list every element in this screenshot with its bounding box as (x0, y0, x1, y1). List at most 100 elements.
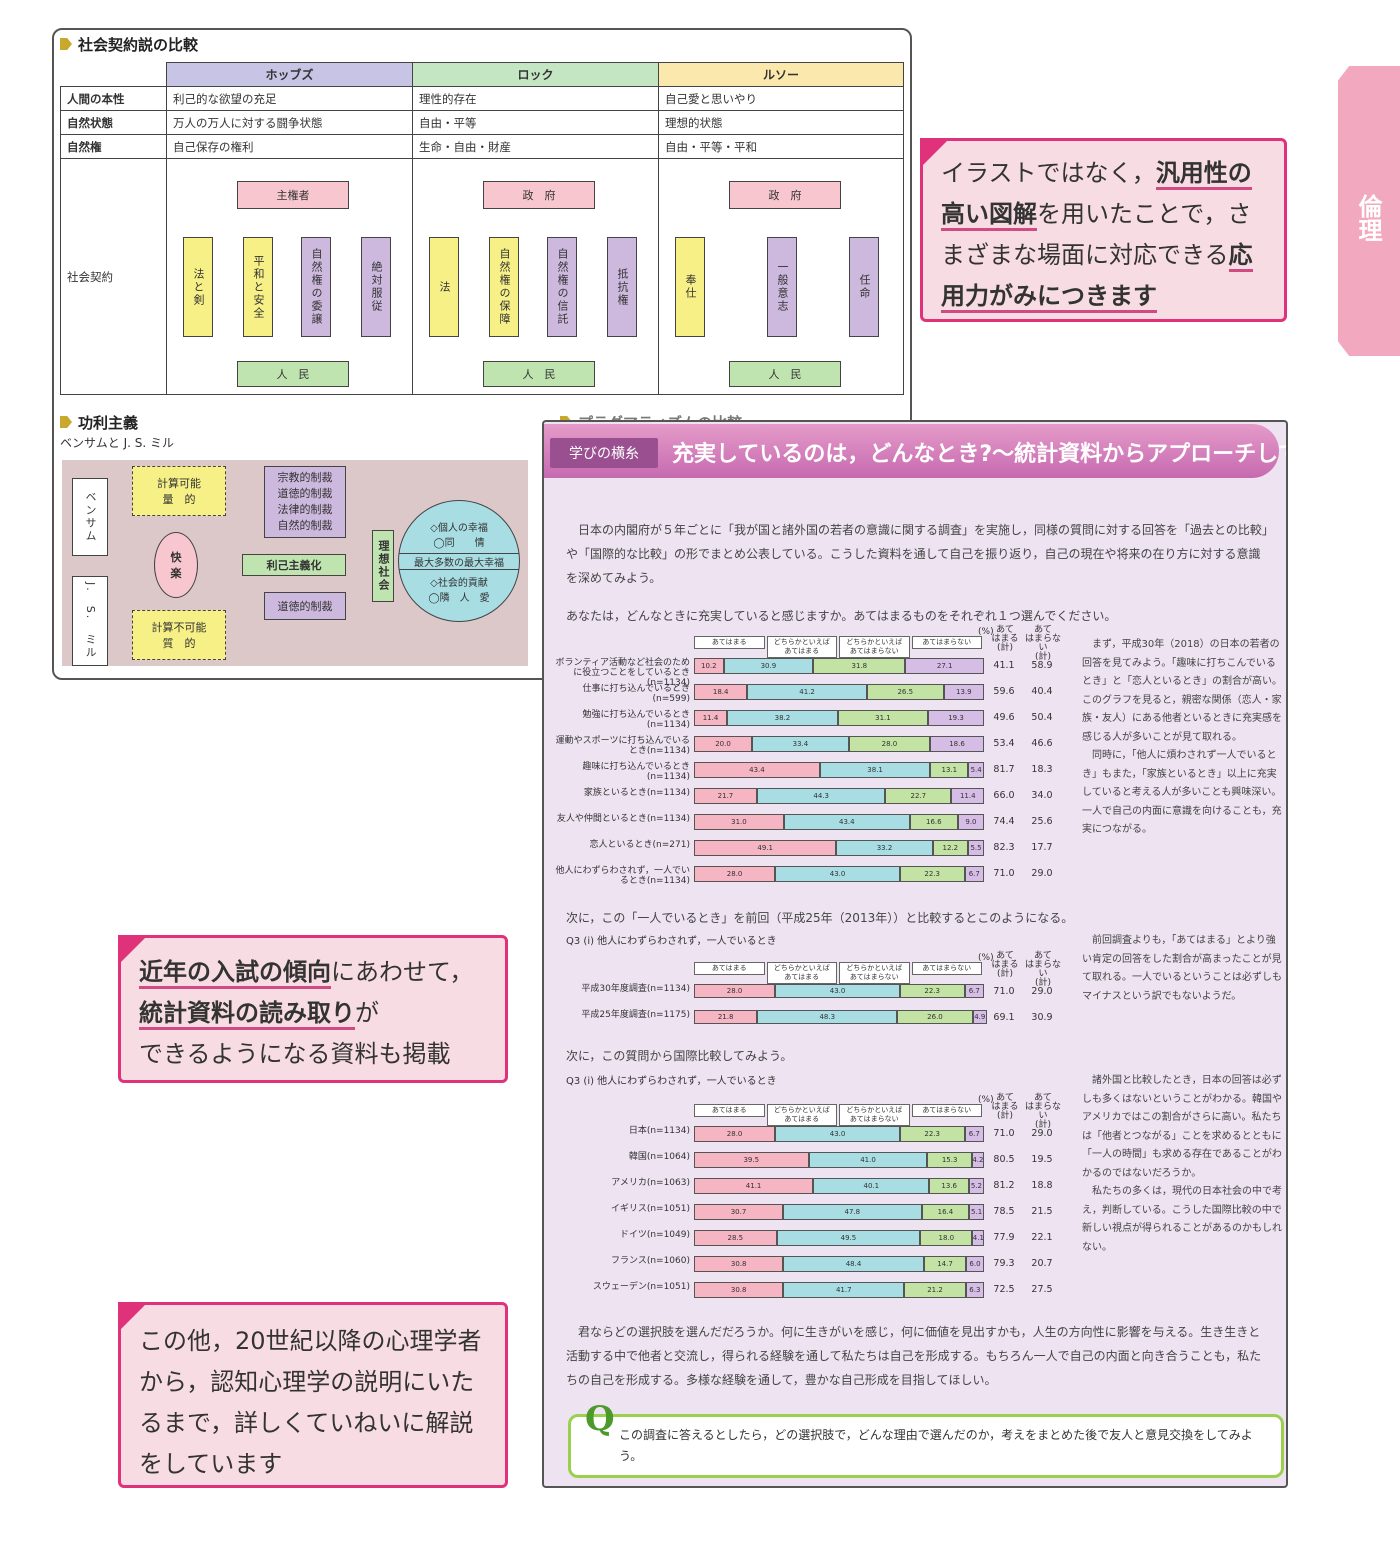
contract-table: ホッブズ ロック ルソー 人間の本性利己的な欲望の充足理性的存在自己愛と思いやり… (60, 62, 904, 395)
bar-segment: 20.0 (694, 736, 752, 752)
row-label: 人間の本性 (60, 86, 167, 111)
bar-segment: 19.3 (928, 710, 984, 726)
noncalculable-box: 計算不可能 質 的 (132, 610, 226, 660)
percent-unit: (%) (978, 953, 994, 963)
bar-segment: 33.4 (752, 736, 849, 752)
category-label: 家族といるとき(n=1134) (583, 788, 690, 798)
bar-segment: 4.9 (972, 1010, 987, 1024)
discussion-text: この調査に答えるとしたら，どの選択肢で，どんな理由で選んだのか，考えをまとめた後… (619, 1428, 1253, 1463)
category-label: 勉強に打ち込んでいるとき(n=1134) (582, 710, 690, 730)
chart-time-compare: あてはまるどちらかといえば あてはまるどちらかといえば あてはまらないあてはまら… (544, 942, 1084, 1042)
bar-segment: 4.2 (971, 1152, 984, 1168)
bar-segment: 18.4 (694, 684, 748, 700)
circle-mid-text: 最大多数の最大幸福 (399, 552, 519, 570)
page-study: 学びの横糸 充実しているのは，どんなとき?〜統計資料からアプローチしてみよう〜 … (542, 420, 1288, 1488)
bar-segment: 22.3 (899, 984, 965, 998)
study-tag: 学びの横糸 (550, 438, 658, 468)
bar-segment: 43.0 (775, 1126, 900, 1142)
sum-value: 40.4 (1031, 686, 1053, 697)
bar-segment: 31.8 (813, 658, 906, 674)
bar-segment: 31.1 (837, 710, 929, 726)
chart-international: あてはまるどちらかといえば あてはまるどちらかといえば あてはまらないあてはまら… (544, 1082, 1084, 1300)
study-intro: 日本の内閣府が５年ごとに「我が国と諸外国の若者の意識に関する調査」を実施し，同様… (566, 523, 1268, 585)
bar-segment: 22.3 (899, 1126, 965, 1142)
cell: 理性的存在 (412, 86, 659, 111)
question-3: 次に，この質問から国際比較してみよう。 (566, 1049, 793, 1063)
happiness-circle: ◇個人の幸福 ◯同 情 最大多数の最大幸福 ◇社会的貢献 ◯隣 人 愛 (398, 500, 520, 622)
diagram-box: 自然権の委譲 (301, 237, 331, 337)
category-label: ボランティア活動など社会のために役立つことをしているとき(n=1134) (555, 658, 690, 688)
bar-segment: 26.0 (897, 1010, 973, 1024)
diagram-box: 任命 (849, 237, 879, 337)
diagram-bottom-box: 人 民 (237, 361, 349, 387)
diagram-box: 自然権の保障 (489, 237, 519, 337)
locke-diagram: 政 府 人 民 法 自然権の保障 自然権の信託 抵抗権 (412, 158, 659, 395)
sum-column-header: あて はまらない (計) (1024, 951, 1061, 988)
diagram-box: 平和と安全 (243, 237, 273, 337)
callout-highlight: 近年の入試の傾向 (139, 958, 331, 989)
cell: 自己愛と思いやり (658, 86, 904, 111)
category-label: 仕事に打ち込んでいるとき(n=599) (582, 684, 690, 704)
callout-highlight: 統計資料の読み取り (139, 999, 355, 1030)
rousseau-diagram: 政 府 人 民 奉仕 一般意志 任命 (658, 158, 904, 395)
diagram-box: 法 (429, 237, 459, 337)
bar-segment: 26.5 (866, 684, 944, 700)
percent-unit: (%) (978, 1095, 994, 1105)
side-text-1: まず，平成30年（2018）の日本の若者の回答を見てみよう。「趣味に打ちこんでい… (1082, 639, 1282, 835)
legend-item: あてはまらない (911, 636, 982, 649)
category-label: 友人や仲間といるとき(n=1134) (556, 814, 690, 824)
callout-psychology: この他，20世紀以降の心理学者から，認知心理学の説明にいたるまで，詳しくていねい… (118, 1302, 508, 1488)
mill-box: J. S. ミル (72, 576, 108, 666)
callout-highlight: 汎用性の高い図解 (941, 159, 1252, 231)
bar-segment: 30.8 (694, 1282, 784, 1298)
bar-segment: 31.0 (694, 814, 784, 830)
bar-segment: 22.7 (885, 788, 952, 804)
legend-item: あてはまらない (911, 1104, 982, 1117)
bar-segment: 6.0 (966, 1256, 984, 1272)
cell: 自由・平等・平和 (658, 134, 904, 159)
diagram-box: 奉仕 (675, 237, 705, 337)
bar-segment: 11.4 (951, 788, 985, 804)
bar-segment: 39.5 (694, 1152, 809, 1168)
sum-value: 59.6 (993, 686, 1015, 697)
chart-occasions: あてはまるどちらかといえば あてはまるどちらかといえば あてはまらないあてはまら… (544, 625, 1084, 898)
callout-text: が できるようになる資料も掲載 (139, 999, 451, 1068)
sum-value: 80.5 (993, 1154, 1015, 1165)
bar-segment: 28.0 (848, 736, 931, 752)
bar-segment: 10.2 (694, 658, 724, 674)
bar-segment: 41.2 (747, 684, 867, 700)
section-tab[interactable]: 倫理 (1338, 66, 1400, 356)
legend-item: どちらかといえば あてはまらない (839, 636, 910, 658)
bar-segment: 21.7 (694, 788, 757, 804)
legend-item: あてはまらない (911, 962, 982, 975)
bar-segment: 33.2 (836, 840, 933, 856)
bar-segment: 6.7 (964, 984, 984, 998)
callout-exam: 近年の入試の傾向にあわせて， 統計資料の読み取りが できるようになる資料も掲載 (118, 935, 508, 1083)
bar-segment: 5.2 (968, 1178, 984, 1194)
bar-segment: 40.1 (813, 1178, 930, 1194)
sum-value: 81.7 (993, 764, 1015, 775)
sum-column-header: あて はまらない (計) (1024, 625, 1061, 662)
callout-text: この他，20世紀以降の心理学者から，認知心理学の説明にいたるまで，詳しくていねい… (139, 1327, 482, 1478)
bar-segment: 28.0 (694, 1126, 776, 1142)
row-label: 自然権 (60, 134, 167, 159)
bar-segment: 4.1 (972, 1230, 985, 1246)
legend-item: どちらかといえば あてはまる (766, 962, 837, 984)
category-label: 日本(n=1134) (628, 1126, 690, 1136)
sum-value: 71.0 (993, 868, 1015, 879)
section-tab-label: 倫理 (1354, 194, 1382, 242)
diagram-box: 抵抗権 (607, 237, 637, 337)
q-mark: Q (585, 1399, 615, 1439)
legend-item: あてはまる (694, 1104, 765, 1117)
cell: 自己保存の権利 (166, 134, 413, 159)
bar-segment: 21.2 (904, 1282, 966, 1298)
sum-value: 25.6 (1031, 816, 1053, 827)
bar-segment: 43.4 (694, 762, 820, 778)
diagram-bottom-box: 人 民 (729, 361, 841, 387)
bar-segment: 18.0 (920, 1230, 973, 1246)
diagram-box: 自然権の信託 (547, 237, 577, 337)
callout-text: にあわせて， (331, 958, 474, 986)
bar-segment: 5.5 (968, 840, 984, 856)
category-label: 運動やスポーツに打ち込んでいるとき(n=1134) (555, 736, 690, 756)
bar-segment: 41.7 (783, 1282, 905, 1298)
